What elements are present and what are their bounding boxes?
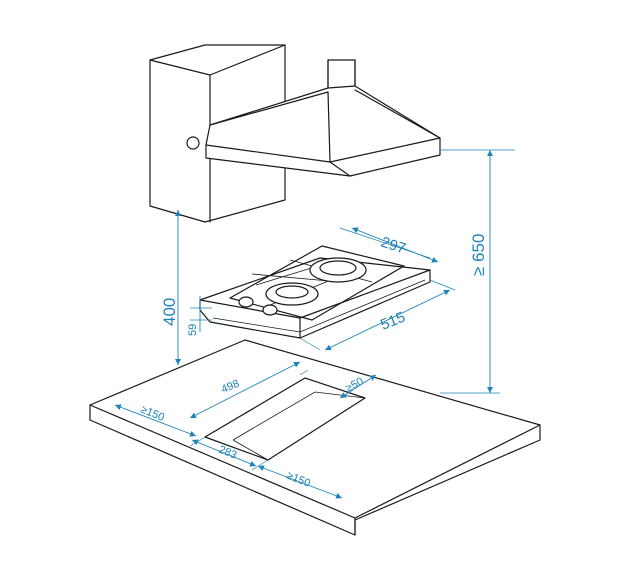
worktop <box>89 339 541 536</box>
hood-height-label: ≥ 650 <box>469 234 488 276</box>
dimension-hob-thickness: 59 <box>187 296 212 336</box>
worktop-height-label: 400 <box>160 298 179 326</box>
cooker-hood <box>205 59 441 177</box>
gas-hob <box>199 245 431 339</box>
hob-thickness-label: 59 <box>187 324 199 336</box>
dimension-worktop-height: 400 <box>160 210 181 365</box>
dimension-hob-depth: 297 <box>339 227 439 263</box>
dimension-hood-height: ≥ 650 <box>440 149 515 394</box>
hob-depth-label: 297 <box>379 234 408 258</box>
